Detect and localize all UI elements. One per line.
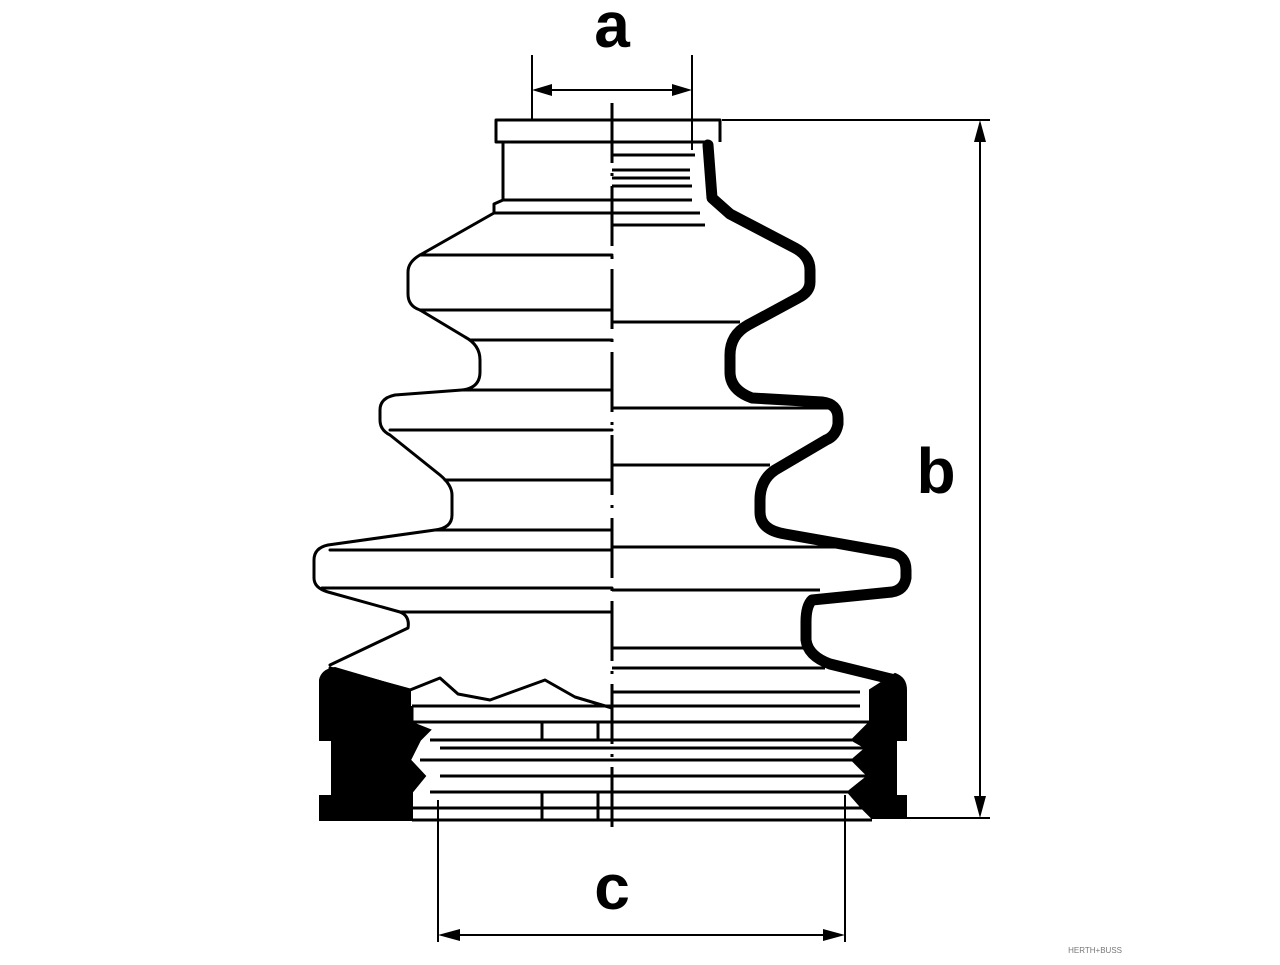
boot-right-section-lines: [612, 118, 880, 694]
dimension-c: [437, 795, 846, 942]
brand-mark: HERTH+BUSS: [1068, 946, 1122, 955]
convolution-1-left: [406, 211, 614, 392]
bottom-rings-left: [410, 704, 612, 822]
bottom-rings-right: [596, 704, 872, 822]
dimension-label-a: a: [594, 0, 630, 61]
bottom-collar-shell-right: [846, 672, 907, 819]
boot-left-outline: [312, 118, 614, 710]
bottom-zigzag-left: [328, 666, 614, 710]
convolution-2-left: [378, 388, 614, 532]
dimension-a: [531, 55, 693, 150]
top-collar-left: [494, 118, 614, 144]
top-neck-left: [492, 140, 614, 215]
dimension-label-c: c: [594, 851, 630, 923]
dimension-label-b: b: [916, 435, 955, 507]
bottom-collar-shell-left: [319, 666, 432, 821]
dimension-b: [722, 119, 990, 819]
convolution-3-left: [312, 528, 437, 667]
boot-wall-section-right: [702, 139, 912, 686]
